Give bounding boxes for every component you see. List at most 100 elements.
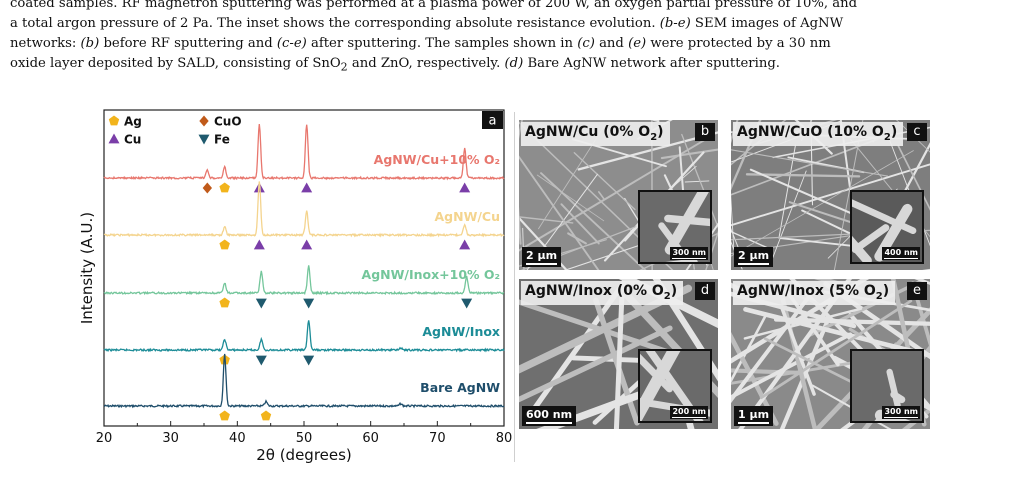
caption-text: oxide layer deposited by SALD, consistin… xyxy=(10,56,341,71)
nanowire xyxy=(759,299,913,400)
xrd-series-line xyxy=(103,353,505,409)
caption-text: a total argon pressure of 2 Pa. The inse… xyxy=(10,16,660,31)
caption-text: Bare AgNW network after sputtering. xyxy=(523,56,780,71)
peak-marker xyxy=(253,239,265,250)
nanowire xyxy=(731,312,768,384)
caption-ref: (b) xyxy=(80,36,100,51)
nanowire xyxy=(577,131,718,171)
peak-marker xyxy=(202,182,213,194)
caption-line-1: coated samples. RF magnetron sputtering … xyxy=(10,0,1018,14)
x-axis-label: 2θ (degrees) xyxy=(256,446,352,463)
caption-line-4: oxide layer deposited by SALD, consistin… xyxy=(10,54,1018,78)
legend-label: Fe xyxy=(214,133,230,147)
inset-scale-label: 200 nm xyxy=(672,406,706,416)
x-tick-label: 70 xyxy=(429,431,446,446)
peak-marker xyxy=(219,239,230,250)
nanowire xyxy=(593,297,640,426)
nanowire xyxy=(705,230,718,270)
nanowire xyxy=(684,180,710,183)
series-label: Bare AgNW xyxy=(420,380,500,395)
sem-title-text: ) xyxy=(657,124,664,140)
scale-line xyxy=(526,263,558,265)
peak-marker xyxy=(219,410,230,421)
panel-letter: a xyxy=(489,114,497,129)
inset-nanowire xyxy=(886,368,901,409)
scale-line xyxy=(738,422,770,424)
nanowire xyxy=(769,170,807,265)
nanowire xyxy=(536,174,605,222)
sem-panel-letter: e xyxy=(907,282,927,300)
peak-marker xyxy=(301,239,313,250)
inset-nanowire xyxy=(640,353,673,393)
peak-marker xyxy=(459,182,471,193)
nanowire xyxy=(650,120,660,123)
x-tick-label: 40 xyxy=(229,431,246,446)
inset-scale-line xyxy=(884,416,918,418)
sem-title: AgNW/CuO (10% O2) xyxy=(733,122,904,146)
inset-nanowire xyxy=(664,192,709,255)
scale-label: 600 nm xyxy=(526,408,573,421)
legend-label: Cu xyxy=(124,133,141,147)
nanowire xyxy=(519,155,600,270)
nanowire xyxy=(745,173,861,178)
peak-marker xyxy=(255,355,267,366)
x-tick-label: 60 xyxy=(362,431,379,446)
caption-ref: (d) xyxy=(504,56,524,71)
legend-marker xyxy=(108,115,120,126)
peak-marker xyxy=(301,182,313,193)
sem-title-text: AgNW/Inox (5% O xyxy=(737,283,876,299)
sem-title-subscript: 2 xyxy=(875,290,883,302)
peak-marker xyxy=(303,355,315,366)
inset-scale-label: 300 nm xyxy=(672,247,706,257)
nanowire xyxy=(526,173,598,270)
sem-scale-bar: 1 µm xyxy=(734,406,774,426)
sem-inset: 300 nm xyxy=(638,190,712,264)
caption-ref: (c) xyxy=(577,36,595,51)
sem-title-text: AgNW/CuO (10% O xyxy=(737,124,884,140)
inset-nanowire xyxy=(640,351,681,421)
sem-title-subscript: 2 xyxy=(663,290,671,302)
caption-ref: (c-e) xyxy=(276,36,307,51)
caption-text: and ZnO, respectively. xyxy=(347,56,505,71)
nanowire xyxy=(731,227,746,265)
peak-marker xyxy=(459,239,471,250)
peak-marker xyxy=(461,298,473,309)
legend-label: CuO xyxy=(214,115,242,129)
panel-letter-box xyxy=(482,111,503,129)
caption-text: were protected by a 30 nm xyxy=(646,36,831,51)
nanowire xyxy=(519,139,705,252)
xrd-series-line xyxy=(103,124,505,181)
sem-title-subscript: 2 xyxy=(650,131,658,143)
inset-scale-line xyxy=(884,257,918,259)
sem-title-text: ) xyxy=(890,124,898,140)
nanowire xyxy=(573,152,636,211)
nanowire xyxy=(743,307,930,358)
caption-subscript: 2 xyxy=(340,60,348,74)
x-tick-label: 80 xyxy=(496,431,512,446)
sem-scale-bar: 600 nm xyxy=(522,406,577,426)
y-axis-label: Intensity (A.U.) xyxy=(78,212,96,324)
nanowire xyxy=(914,279,930,285)
sem-title-text: AgNW/Inox (0% O xyxy=(525,283,664,299)
peak-marker xyxy=(260,410,272,421)
nanowire xyxy=(773,317,930,326)
series-label: AgNW/Cu+10% O₂ xyxy=(374,152,500,167)
sem-panel-letter: c xyxy=(907,123,927,141)
xrd-series-line xyxy=(103,181,505,238)
caption-text: coated samples. RF magnetron sputtering … xyxy=(10,0,858,11)
sem-title-text: ) xyxy=(670,283,678,299)
nanowire xyxy=(910,281,930,350)
caption-line-2: a total argon pressure of 2 Pa. The inse… xyxy=(10,14,1018,34)
sem-title-text: AgNW/Cu (0% O xyxy=(525,124,651,140)
caption-text: networks: xyxy=(10,36,81,51)
x-tick-label: 30 xyxy=(162,431,179,446)
peak-marker xyxy=(303,298,315,309)
nanowire xyxy=(519,325,673,403)
nanowire xyxy=(519,120,523,140)
scale-line xyxy=(738,263,770,265)
scale-label: 2 µm xyxy=(526,249,558,262)
